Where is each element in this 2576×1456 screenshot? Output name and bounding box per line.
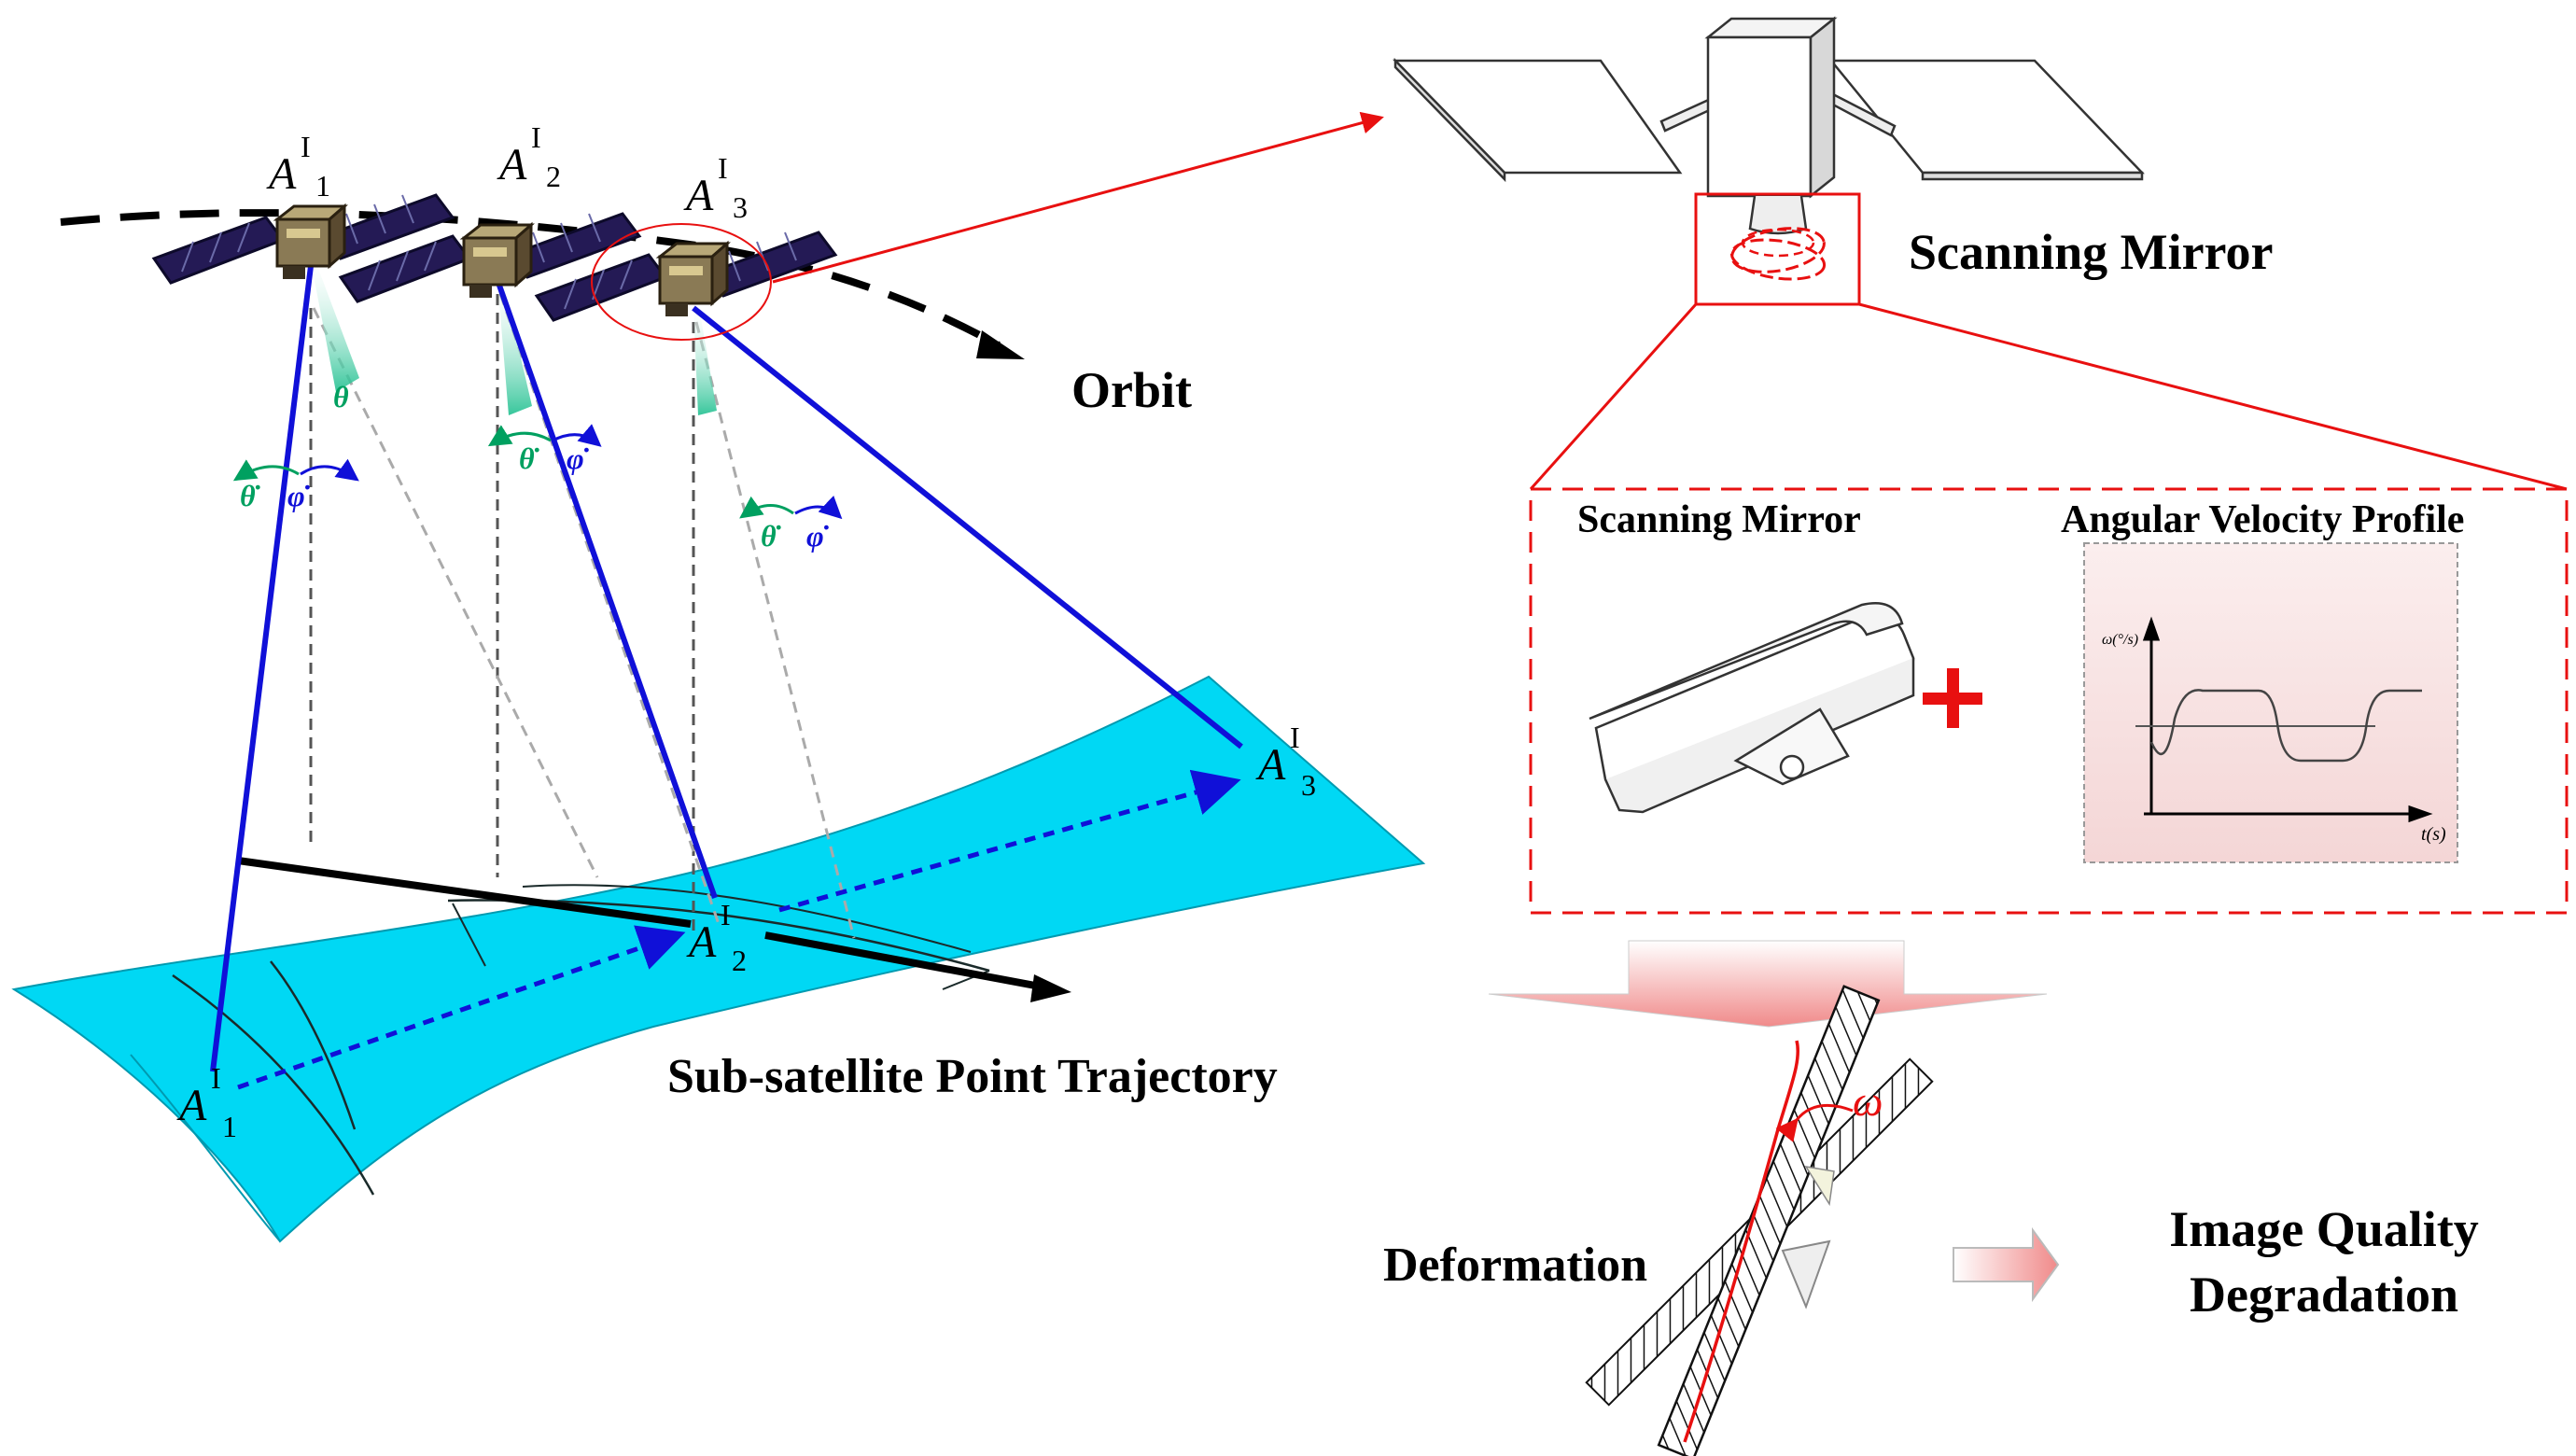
- point-label-a2-ground: A I 2: [686, 898, 747, 977]
- svg-text:3: 3: [733, 190, 748, 224]
- svg-text:I: I: [721, 898, 731, 931]
- spacecraft-detail: [1393, 16, 2145, 235]
- orbit-path: [60, 209, 1025, 359]
- deformed-mirror: [1585, 985, 1934, 1456]
- detail-panel: [1529, 487, 2569, 915]
- point-label-a1-top: A I 1: [266, 130, 330, 203]
- oblique-grey-lines: [312, 293, 856, 939]
- zoom-lines: [1529, 302, 2568, 491]
- nadir-lines: [309, 294, 695, 933]
- point-label-a2-top: A I 2: [497, 120, 561, 193]
- chart-y-label: ω(°/s): [2102, 632, 2138, 648]
- point-label-a1-ground: A I 1: [176, 1061, 237, 1143]
- omega-symbol: ω: [1853, 1077, 1883, 1125]
- sight-lines: [210, 265, 1243, 1072]
- plus-icon: [1923, 668, 1982, 728]
- svg-text:A: A: [683, 171, 714, 220]
- detail-pointer: [772, 111, 1384, 284]
- trajectory-label: Sub-satellite Point Trajectory: [667, 1050, 1278, 1103]
- arrow-right-icon: [1953, 1226, 2060, 1303]
- velocity-curve: [2149, 689, 2422, 763]
- svg-text:θ̇: θ̇: [240, 479, 261, 512]
- chart-background: [2083, 542, 2458, 863]
- svg-text:A: A: [686, 917, 717, 967]
- angular-velocity-profile-label: Angular Velocity Profile: [2061, 498, 2464, 541]
- image-quality-label-line1: Image Quality: [2169, 1201, 2479, 1257]
- svg-text:3: 3: [1301, 768, 1316, 802]
- point-label-a3-ground: A I 3: [1255, 721, 1316, 802]
- scanning-mirror-drawing: [1589, 602, 1915, 814]
- svg-text:A: A: [497, 140, 527, 189]
- image-quality-label-line2: Degradation: [2190, 1267, 2458, 1323]
- svg-text:I: I: [1290, 721, 1300, 754]
- mirror-highlight-box: [1694, 192, 1861, 306]
- svg-text:θ̇: θ̇: [761, 519, 782, 553]
- trajectory-line: [237, 857, 1071, 1002]
- svg-text:A: A: [1255, 740, 1286, 790]
- svg-text:2: 2: [732, 944, 747, 977]
- panel-scanning-mirror-label: Scanning Mirror: [1577, 498, 1861, 541]
- svg-text:θ̇: θ̇: [519, 441, 540, 475]
- svg-text:φ̇: φ̇: [567, 441, 590, 475]
- svg-text:θ: θ: [333, 380, 349, 413]
- svg-text:1: 1: [315, 169, 330, 203]
- svg-text:A: A: [176, 1081, 207, 1130]
- svg-text:A: A: [266, 149, 297, 199]
- svg-text:1: 1: [222, 1110, 237, 1143]
- svg-text:I: I: [211, 1061, 221, 1095]
- angular-velocity-chart: ω(°/s) t(s): [2083, 542, 2458, 863]
- svg-text:2: 2: [546, 160, 561, 193]
- deformation-label: Deformation: [1383, 1239, 1647, 1292]
- rotation-arc: [1775, 1103, 1854, 1142]
- point-label-a3-top: A I 3: [683, 151, 748, 224]
- svg-text:φ̇: φ̇: [806, 519, 830, 553]
- svg-text:I: I: [301, 130, 311, 163]
- svg-text:I: I: [718, 151, 728, 185]
- chart-x-label: t(s): [2421, 824, 2446, 845]
- orbit-label: Orbit: [1071, 362, 1192, 418]
- chart-axes: [2142, 616, 2433, 823]
- highlight-ellipse: [591, 223, 772, 341]
- attitude-arcs: [232, 424, 843, 520]
- svg-text:I: I: [531, 120, 541, 154]
- arrow-down-icon: [1488, 940, 2048, 1028]
- scanning-mirror-title: Scanning Mirror: [1909, 224, 2274, 280]
- svg-text:φ̇: φ̇: [287, 479, 311, 512]
- beam-cones: [311, 261, 717, 415]
